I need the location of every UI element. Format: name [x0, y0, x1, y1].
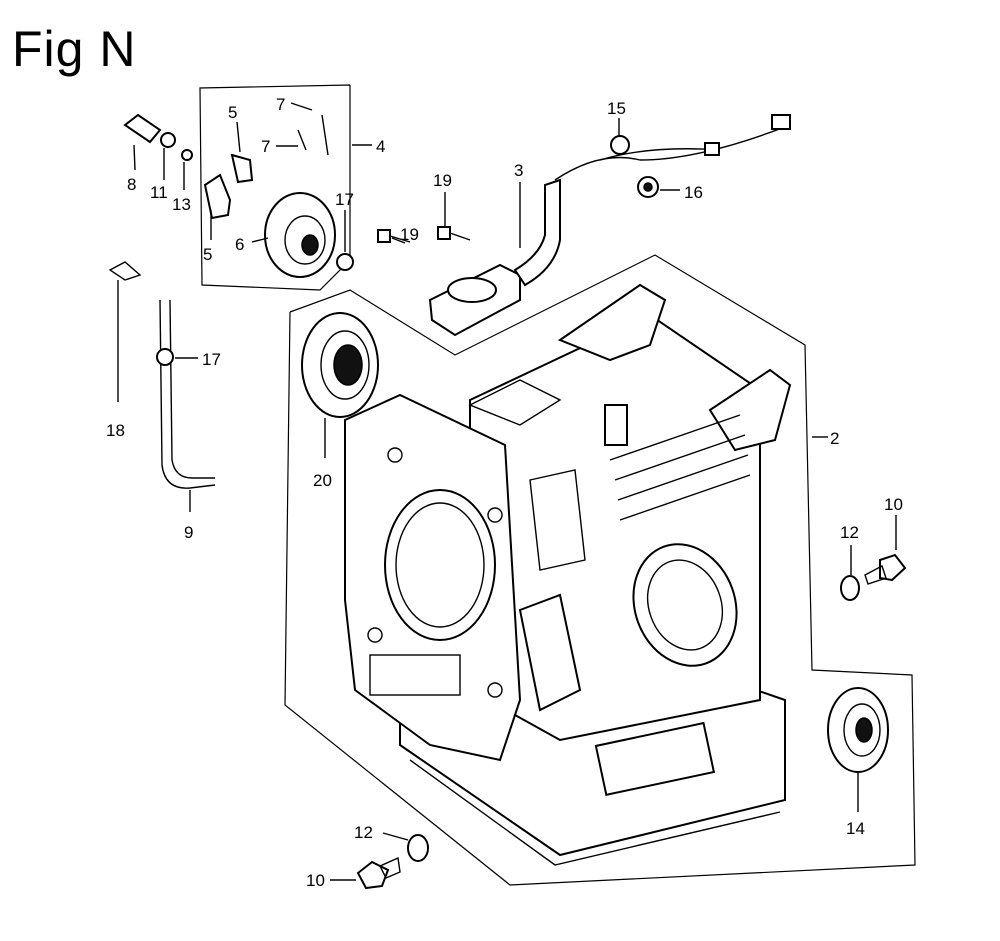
oil-seal [827, 687, 889, 773]
callout-11: 11 [150, 183, 168, 202]
dipstick-tube [159, 299, 216, 489]
callout-15: 15 [607, 99, 626, 118]
callout-18: 18 [106, 421, 125, 440]
callout-7a: 7 [276, 95, 285, 114]
callout-3: 3 [514, 161, 523, 180]
callout-10b: 10 [306, 871, 325, 890]
callout-5a: 5 [228, 103, 237, 122]
callout-19b: 19 [400, 225, 419, 244]
callout-2: 2 [830, 429, 839, 448]
crankcase-group-outline [284, 254, 916, 886]
washer-right [840, 575, 860, 601]
callout-19a: 19 [433, 171, 452, 190]
callout-12a: 12 [840, 523, 859, 542]
callout-13: 13 [172, 195, 191, 214]
callout-9: 9 [184, 523, 193, 542]
callout-labels: 7 5 7 4 8 11 13 5 6 17 19 19 3 15 16 17 … [106, 95, 903, 890]
washer-bottom [407, 834, 429, 862]
pin [321, 114, 329, 156]
callout-8: 8 [127, 175, 136, 194]
callout-14: 14 [846, 819, 865, 838]
callout-10a: 10 [884, 495, 903, 514]
bolt [377, 226, 471, 243]
callout-12b: 12 [354, 823, 373, 842]
callout-20: 20 [313, 471, 332, 490]
drain-bolt-bottom [356, 856, 401, 890]
drain-bolt-right [864, 553, 907, 585]
callout-16: 16 [684, 183, 703, 202]
callout-7b: 7 [261, 137, 270, 156]
seal-ring [336, 253, 354, 271]
pin [297, 129, 307, 151]
callout-17a: 17 [335, 190, 354, 209]
oil-pump-gear [264, 192, 336, 278]
callout-6: 6 [235, 235, 244, 254]
oil-pump-group-outline [199, 84, 351, 291]
clip [181, 149, 193, 161]
clamp [108, 261, 142, 281]
callout-17b: 17 [202, 350, 221, 369]
crankcase [344, 283, 792, 866]
rocker-arm [230, 153, 254, 184]
figure-title: Fig N [12, 21, 137, 77]
ball-bearing [301, 312, 379, 418]
wire-harness [554, 114, 791, 181]
washer [160, 132, 176, 148]
breather-tube [428, 178, 561, 337]
callout-5b: 5 [203, 245, 212, 264]
oil-pump-cover [203, 173, 232, 220]
shaft [123, 113, 162, 144]
o-ring [156, 348, 174, 366]
leader-lines [117, 102, 897, 881]
callout-4: 4 [376, 137, 385, 156]
